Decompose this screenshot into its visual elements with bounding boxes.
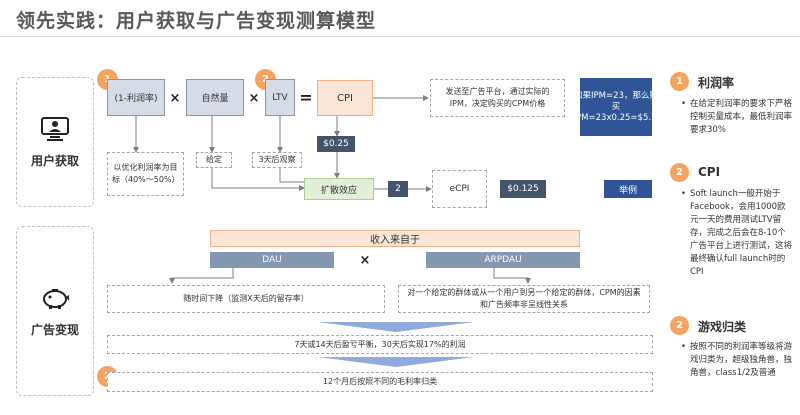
section-ad-monetization: 广告变现 (16, 226, 94, 396)
diffusion-effect-box: 扩散效应 (304, 178, 374, 200)
section-label-monetization: 广告变现 (30, 322, 79, 337)
chevron-shape-1 (318, 322, 474, 332)
page-title: 领先实践：用户获取与广告变现测算模型 (16, 10, 377, 32)
chevron-shape-2 (318, 357, 474, 367)
fixed-note: 给定 (196, 152, 232, 168)
platform-note: 发送至广告平台，通过实际的IPM，决定购买的CPM价格 (430, 79, 565, 117)
multiply-operator-1: × (169, 90, 181, 106)
line-ltv-to-diffusion (279, 168, 304, 183)
profit-rate-box: (1-利润率) (107, 79, 165, 116)
break-even-note: 7天或14天后盈亏平衡，30天后实现17%的利润 (107, 335, 653, 354)
rp-title-profit: 利润率 (698, 76, 735, 90)
title-divider (0, 36, 800, 37)
arrow-fixed-to-diffusion (211, 168, 305, 191)
arrow-dau-down (169, 268, 234, 284)
cpi-box: CPI (317, 80, 373, 116)
section-user-acquisition: 用户获取 (16, 77, 94, 207)
monitor-user-icon (41, 116, 69, 141)
ecpi-value-box: $0.125 (500, 180, 546, 198)
multiply-operator-3: × (359, 252, 371, 268)
ecpi-box: eCPI (432, 170, 487, 208)
rp-badge-class: 2 (670, 316, 689, 335)
rp-badge-profit: 1 (670, 72, 689, 91)
section-label-acquisition: 用户获取 (30, 153, 79, 168)
margin-class-note: 12个月后按照不同的毛利率归类 (107, 372, 653, 392)
profit-goal-note: 以优化利润率为目标（40%～50%） (107, 152, 184, 196)
arpdau-box: ARPDAU (426, 252, 580, 268)
natural-traffic-box: 自然量 (186, 79, 244, 116)
example-ipm-box: 如果IPM=23，那么购买CPM=23x0.25=$5.75 (570, 78, 662, 136)
rp-text-class: •按照不同的利润率等级将游戏归类为，超级独角兽，独角兽，class1/2及普通 (681, 342, 793, 378)
equals-operator: = (299, 87, 313, 107)
dau-decline-note: 随时间下降（监测X天后的留存率） (107, 285, 385, 313)
arpdau-nonlinear-note: 对一个给定的群体或从一个用户到另一个给定的群体，CPM的因素和广告频率非呈线性关… (398, 285, 650, 313)
example-label-box: 举例 (604, 180, 652, 198)
arrow-arpdau-down (493, 268, 531, 284)
divisor-box: 2 (388, 181, 408, 197)
piggy-bank-icon (43, 288, 69, 309)
ltv-box: LTV (265, 79, 295, 116)
ltv-observe-note: 3天后观察 (252, 152, 302, 168)
multiply-operator-2: × (248, 90, 260, 106)
rp-title-class: 游戏归类 (698, 320, 747, 334)
rp-title-cpi: CPI (698, 165, 721, 179)
rp-text-profit: •在给定利润率的要求下严格控制买量成本，最低利润率要求30% (681, 99, 793, 135)
cpi-value-box: $0.25 (317, 136, 355, 152)
rp-badge-cpi: 2 (670, 163, 689, 182)
rp-text-cpi: •Soft launch一般开始于Facebook，会用1000欧元一天的费用测… (681, 189, 793, 277)
income-source-header: 收入来自于 (210, 230, 580, 247)
dau-box: DAU (210, 252, 334, 268)
